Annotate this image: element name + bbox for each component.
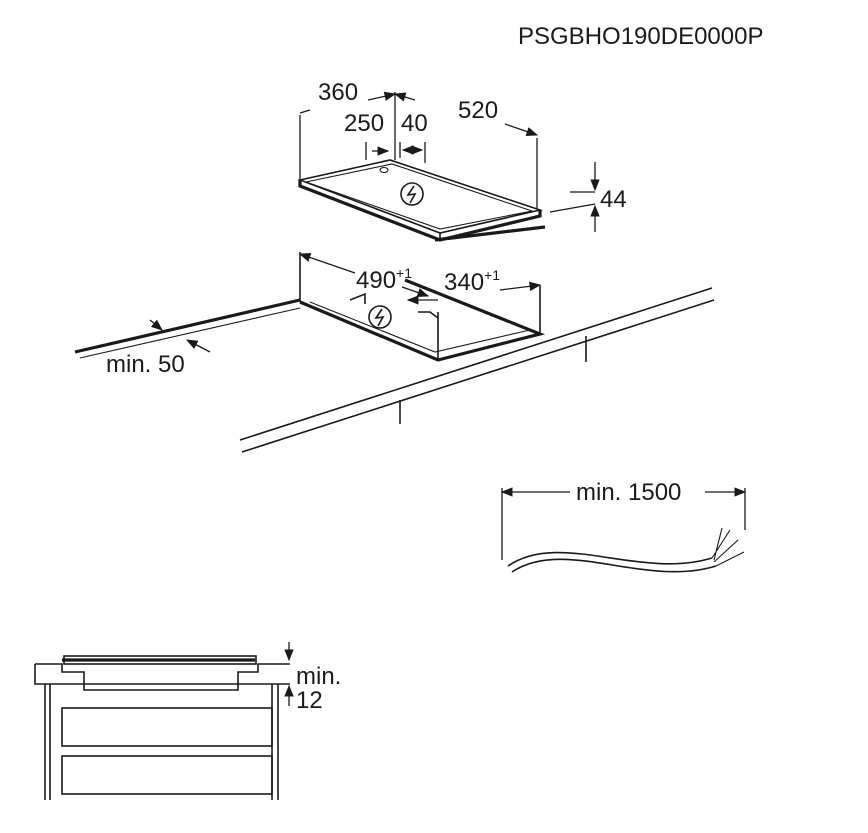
hob-sub-depth-label: 250 — [344, 110, 384, 137]
hob-sub-offset-label: 40 — [401, 110, 428, 137]
lightning-in-circle-icon — [400, 182, 424, 206]
min-edge-distance-label: min. 50 — [106, 351, 185, 378]
min-gap-label-min: min. — [296, 663, 341, 690]
min-gap-label-value: 12 — [296, 687, 323, 714]
cutout — [299, 252, 546, 362]
cutout-width-label: 490+1 — [356, 265, 412, 294]
hob-width-label: 520 — [458, 97, 498, 124]
cutout-depth-label: 340+1 — [444, 267, 500, 296]
worktop — [74, 287, 715, 453]
cutout-dimension-lines — [149, 253, 542, 353]
lightning-in-circle-icon — [368, 305, 392, 329]
hob-depth-label: 360 — [318, 79, 358, 106]
hob — [297, 159, 546, 242]
hob-dimension-lines — [299, 91, 600, 232]
side-section — [34, 642, 294, 800]
hob-height-label: 44 — [600, 186, 627, 213]
cable — [500, 487, 747, 573]
cable-min-length-label: min. 1500 — [576, 479, 681, 506]
model-code: PSGBHO190DE0000P — [518, 23, 763, 50]
